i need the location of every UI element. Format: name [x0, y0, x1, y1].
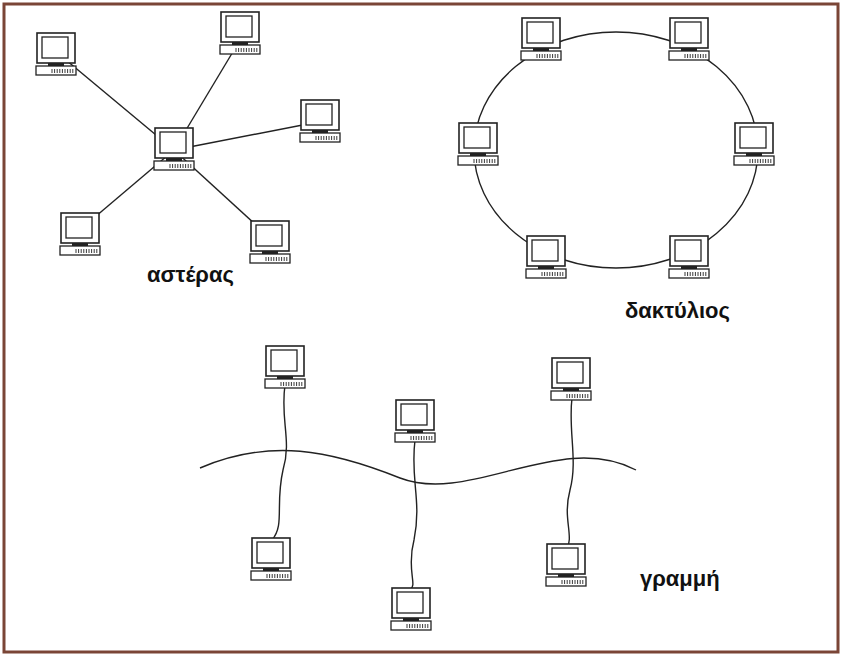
topology-label: αστέρας [147, 262, 234, 288]
computer-icon [60, 213, 100, 255]
computer-icon [458, 123, 498, 165]
computer-icons [36, 12, 774, 630]
computer-icon [521, 18, 561, 60]
computer-icon [36, 33, 76, 75]
computer-icon [154, 128, 194, 170]
computer-icon [300, 100, 340, 142]
computer-icon [251, 538, 291, 580]
computer-icon [734, 123, 774, 165]
computer-icon [546, 544, 586, 586]
topology-label: γραμμή [640, 566, 720, 592]
network-wires [60, 32, 758, 590]
computer-icon [265, 346, 305, 388]
computer-icon [669, 236, 709, 278]
computer-icon [395, 400, 435, 442]
computer-icon [391, 588, 431, 630]
computer-icon [669, 18, 709, 60]
computer-icon [551, 358, 591, 400]
topology-label: δακτύλιος [625, 298, 730, 324]
frame-border [4, 4, 838, 652]
computer-icon [250, 221, 290, 263]
computer-icon [526, 236, 566, 278]
computer-icon [220, 12, 260, 54]
